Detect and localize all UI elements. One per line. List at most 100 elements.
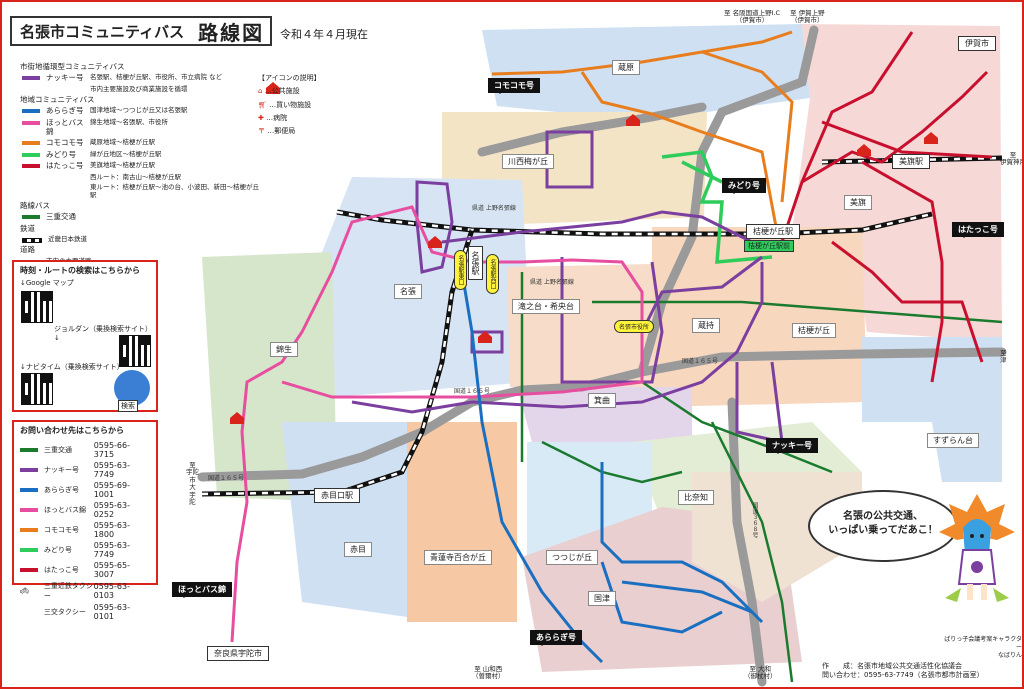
area-label: 滝之台・希央台: [512, 299, 580, 314]
search-box-title: 時刻・ルートの検索はこちらから: [20, 266, 140, 275]
route-sanco: [520, 272, 1003, 683]
station-akameguchi[interactable]: 赤目口駅: [314, 488, 360, 503]
public-facility-icons: [230, 82, 938, 424]
legend-swatch-hatakko: [22, 164, 40, 169]
area-label: 箕曲: [588, 393, 616, 408]
google-maps-qr[interactable]: [21, 291, 53, 323]
contact-box-title: お問い合わせ先はこちらから: [20, 426, 124, 435]
route-comocomo: [491, 30, 794, 233]
legend-row-midori: みどり号 緑が丘地区〜桔梗が丘駅: [20, 150, 260, 159]
road-label: 国道１６５号: [208, 475, 245, 482]
legend-name: コモコモ号: [46, 138, 84, 148]
title-date: 令和４年４月現在: [280, 28, 368, 41]
route-araragi: [460, 271, 764, 664]
road-label: 国道１６５号: [682, 358, 719, 365]
title-main: 名張市コミュニティバス: [20, 22, 185, 41]
icon-legend-item: …病院: [266, 113, 288, 122]
post-office-icon: 〒: [258, 127, 265, 136]
area-shorenji-bg: [407, 422, 517, 622]
area-label: 蔵原: [612, 60, 640, 75]
route-midori: [661, 150, 773, 264]
legend-swatch-araragi: [22, 109, 40, 114]
legend-swatch-hotbus: [22, 120, 40, 125]
navitime-qr[interactable]: [21, 373, 53, 405]
route-tag-midori: みどり号: [722, 178, 766, 194]
legend-name: あららぎ号: [46, 106, 84, 116]
dest-misugi: 至 大和 （御杖村）: [744, 665, 777, 681]
dest-iga-ueno: 至 伊賀上野 （伊賀市）: [790, 9, 825, 25]
legend-desc: 蔵原地域〜桔梗が丘駅: [90, 138, 155, 147]
dest-tsu: 至 津: [1000, 349, 1007, 365]
road-label: 国道１６５号: [454, 388, 491, 395]
icon-legend-item: …郵便局: [267, 127, 296, 136]
label-city-hall: 名張市役所: [614, 320, 655, 333]
contact-tel[interactable]: 0595-66-3715: [93, 441, 130, 459]
area-label: 比奈知: [678, 490, 714, 505]
contact-tel[interactable]: 0595-63-7749: [93, 461, 130, 479]
area-label: 国津: [588, 591, 616, 606]
icon-legend-item: …買い物施設: [269, 100, 312, 109]
dest-uda: 至 宇陀 市 大 宇 陀: [186, 461, 199, 507]
area-akame-bg: [282, 422, 407, 617]
legend-name: 近畿日本鉄道: [48, 235, 87, 243]
contact-tel[interactable]: 0595-63-1800: [93, 521, 130, 539]
legend-row-hotbus: ほっとバス錦 錦生地域〜名張駅、市役所: [20, 118, 260, 137]
dest-yamazoe: 至 山和西 （曽爾村）: [472, 665, 505, 681]
legend-swatch-comocomo: [22, 141, 40, 146]
route-tag-nakky: ナッキー号: [766, 438, 818, 454]
legend-desc: 名張駅、桔梗が丘駅、市役所、市立病院 など: [90, 73, 223, 82]
station-mihata[interactable]: 美旗駅: [892, 154, 930, 169]
dest-ueno-ic: 至 名阪国道上野I.C （伊賀市）: [724, 9, 781, 25]
map-title: 名張市コミュニティバス 路線図: [10, 16, 272, 46]
taxi-icon: 🚕︎: [20, 587, 29, 595]
jorudan-qr[interactable]: [119, 335, 151, 367]
search-box: 時刻・ルートの検索はこちらから ↓Google マップ ジョルダン（乗換検索サイ…: [12, 260, 158, 412]
icon-legend-title: 【アイコンの説明】: [258, 74, 321, 82]
legend-name: ほっとバス錦: [46, 117, 84, 136]
area-label: 名張: [394, 284, 422, 299]
label-nabari-east: 名張駅東口: [454, 250, 467, 290]
legend-swatch-sanco: [22, 215, 40, 220]
route-tag-hatakko: はたっこ号: [952, 222, 1004, 238]
mascot-nabarin: [939, 494, 1015, 602]
route-tag-comocomo: コモコモ号: [488, 78, 540, 94]
legend-swatch-nakky: [22, 76, 40, 81]
legend-name: ナッキー号: [46, 73, 84, 83]
legend-row-kintetsu: 近畿日本鉄道: [20, 235, 260, 243]
road-label: 県道 上野名張線: [472, 205, 516, 212]
google-maps-label: ↓Google マップ: [20, 279, 74, 287]
shopping-cart-icon: 🛒︎: [258, 100, 267, 109]
station-nabari[interactable]: 名張駅: [468, 246, 483, 280]
contact-tel[interactable]: 0595-63-7749: [93, 541, 130, 559]
area-label: すずらん台: [927, 433, 979, 448]
legend-name: 三重交通: [46, 212, 76, 222]
contact-tel[interactable]: 0595-63-0252: [93, 501, 130, 519]
legend-name: はたっこ号: [46, 161, 84, 171]
icon-legend-item: …公共施設: [264, 87, 300, 96]
legend-row-sanco: 三重交通: [20, 212, 260, 221]
legend-desc: 市内主要施設及び商業施設を循環: [90, 84, 188, 93]
area-label: 赤目: [344, 542, 372, 557]
contact-tel[interactable]: 0595-65-3007: [93, 561, 130, 579]
route-tag-araragi: あららぎ号: [530, 630, 582, 646]
credit-footer: 作 成：名張市地域公共交通活性化協議会 問い合わせ：0595-63-7749（名…: [822, 662, 984, 680]
station-kikyogaoka[interactable]: 桔梗が丘駅: [746, 224, 800, 239]
legend-row-comocomo: コモコモ号 蔵原地域〜桔梗が丘駅: [20, 138, 260, 147]
mascot-speech-text: 名張の公共交通、 いっぱい乗ってだあこ！: [828, 511, 938, 536]
legend-name: みどり号: [46, 149, 76, 159]
legend-swatch-midori: [22, 152, 40, 157]
contact-tel[interactable]: 0595-69-1001: [93, 481, 130, 499]
search-hint: 検索: [118, 400, 138, 412]
legend-row-nakky: ナッキー号 名張駅、桔梗が丘駅、市役所、市立病院 など: [20, 73, 260, 82]
legend-row-araragi: あららぎ号 国津地域〜つつじが丘又は名張駅: [20, 106, 260, 115]
bus-stop-kikyogaoka[interactable]: 桔梗が丘駅前: [744, 240, 794, 252]
hospital-icon: ✚: [258, 113, 264, 122]
legend-header-route: 路線バス: [20, 200, 50, 210]
jorudan-label: ジョルダン（乗換検索サイト）↓: [54, 325, 152, 342]
